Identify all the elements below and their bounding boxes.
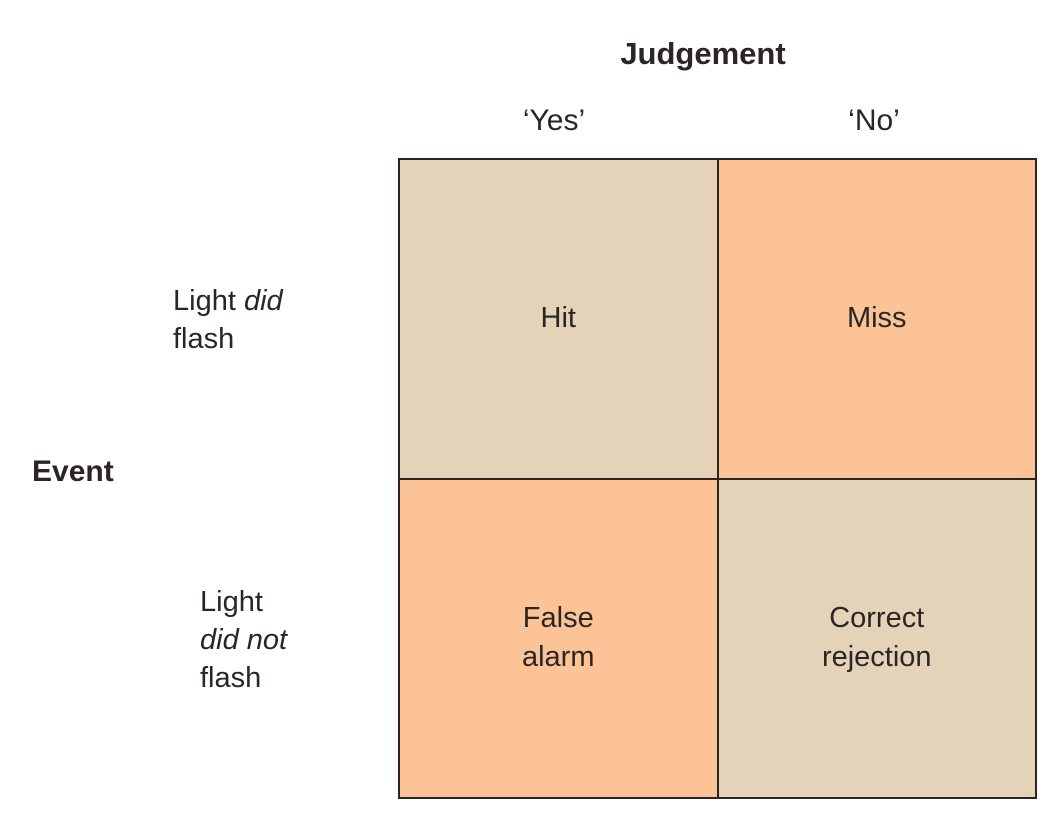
- cell-miss: Miss: [718, 160, 1035, 478]
- cell-false-alarm: False alarm: [400, 479, 717, 797]
- row1-line1-text: Light: [173, 285, 244, 317]
- matrix-grid: Hit Miss False alarm Correct rejection: [398, 158, 1037, 799]
- column-label-yes: ‘Yes’: [522, 104, 586, 137]
- row-label-light-did-flash: Light did flash: [173, 282, 283, 358]
- row2-line3-text: flash: [200, 662, 262, 694]
- row2-line1-text: Light: [200, 586, 263, 618]
- judgement-axis-title: Judgement: [620, 36, 786, 71]
- row1-line1-italic: did: [243, 285, 283, 317]
- row2-line2-italic: did not: [200, 624, 288, 656]
- event-axis-title: Event: [32, 455, 114, 488]
- cell-correct-rejection: Correct rejection: [718, 479, 1035, 797]
- row1-line2-text: flash: [173, 323, 235, 355]
- cell-hit: Hit: [400, 160, 717, 478]
- column-label-no: ‘No’: [848, 104, 900, 137]
- row-label-light-did-not-flash: Light did not flash: [200, 583, 287, 697]
